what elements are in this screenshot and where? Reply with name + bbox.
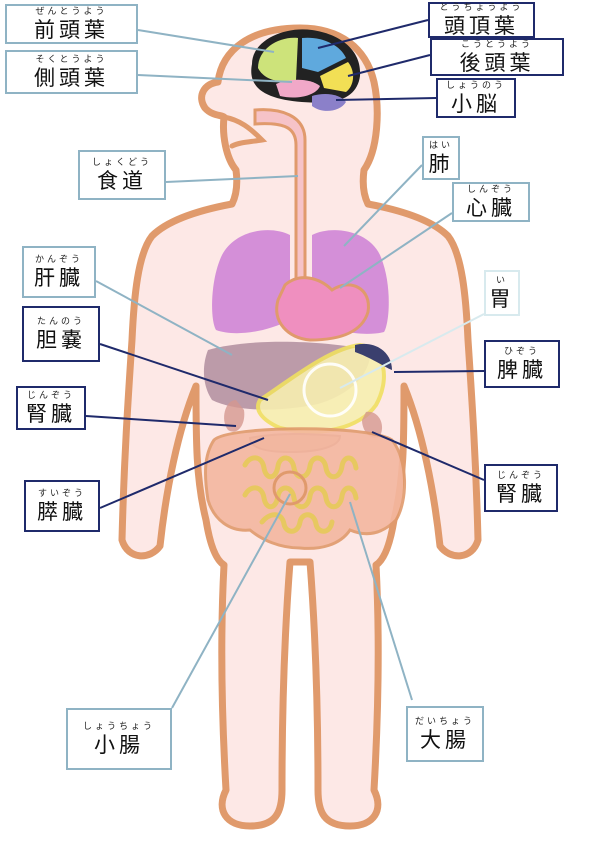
label-hizou: ひぞう 脾臓 bbox=[484, 340, 560, 388]
ruby-jinzou-left: じんぞう bbox=[26, 390, 75, 401]
label-sokutouyou: そくとうよう 側頭葉 bbox=[5, 50, 138, 94]
kanji-zentouyou: 前頭葉 bbox=[34, 17, 109, 42]
leader-kanzou bbox=[95, 280, 233, 356]
label-tannou: たんのう 胆嚢 bbox=[22, 306, 100, 362]
kanji-daichou: 大腸 bbox=[420, 727, 470, 752]
kanji-shouchou: 小腸 bbox=[94, 732, 144, 757]
leader-jinzou-left bbox=[85, 415, 237, 427]
label-hai: はい 肺 bbox=[422, 136, 460, 180]
kidney-right bbox=[362, 411, 383, 438]
leader-koutouyou bbox=[347, 54, 431, 77]
leader-shinzou bbox=[339, 212, 453, 289]
leader-hizou bbox=[393, 370, 485, 373]
label-jinzou-left: じんぞう 腎臓 bbox=[16, 386, 86, 430]
cerebellum bbox=[312, 94, 346, 111]
label-touchouyou: とうちょうよう 頭頂葉 bbox=[428, 2, 535, 38]
label-jinzou-right: じんぞう 腎臓 bbox=[484, 464, 558, 512]
kanji-i: 胃 bbox=[489, 286, 515, 311]
leader-daichou bbox=[349, 501, 413, 701]
small-intestine-highlight bbox=[272, 470, 308, 506]
ruby-touchouyou: とうちょうよう bbox=[439, 2, 524, 13]
temporal-lobe bbox=[276, 79, 320, 98]
label-shokudou: しょくどう 食道 bbox=[78, 150, 166, 200]
ruby-hizou: ひぞう bbox=[503, 346, 540, 357]
leader-hai bbox=[343, 164, 423, 247]
ruby-hai: はい bbox=[428, 140, 453, 151]
leader-tannou bbox=[99, 343, 269, 401]
heart bbox=[275, 276, 370, 342]
ruby-shouchou: しょうちょう bbox=[82, 721, 155, 732]
kanji-shounou: 小脳 bbox=[451, 91, 501, 116]
leader-jinzou-right bbox=[371, 431, 485, 481]
ruby-zentouyou: ぜんとうよう bbox=[35, 6, 108, 17]
leader-lines bbox=[85, 19, 485, 709]
label-shouchou: しょうちょう 小腸 bbox=[66, 708, 172, 770]
label-shounou: しょうのう 小脳 bbox=[436, 78, 516, 118]
label-suizou: すいぞう 膵臓 bbox=[24, 480, 100, 532]
leader-shokudou bbox=[165, 175, 299, 183]
kanji-koutouyou: 後頭葉 bbox=[459, 50, 535, 75]
stomach bbox=[256, 342, 386, 434]
label-i: い 胃 bbox=[484, 270, 520, 316]
ruby-koutouyou: こうとうよう bbox=[460, 39, 533, 50]
leader-suizou bbox=[99, 437, 265, 509]
kanji-shokudou: 食道 bbox=[97, 168, 147, 193]
kidney-left bbox=[224, 400, 245, 432]
brain bbox=[251, 29, 361, 111]
ruby-jinzou-right: じんぞう bbox=[496, 470, 545, 481]
label-shinzou: しんぞう 心臓 bbox=[452, 182, 530, 222]
ruby-shinzou: しんぞう bbox=[466, 184, 515, 195]
mouth-outline bbox=[221, 114, 268, 149]
kanji-kanzou: 肝臓 bbox=[34, 265, 84, 290]
label-kanzou: かんぞう 肝臓 bbox=[22, 246, 96, 298]
ruby-tannou: たんのう bbox=[36, 316, 85, 327]
leader-sokutouyou bbox=[137, 74, 293, 83]
kanji-jinzou-right: 腎臓 bbox=[496, 481, 546, 506]
spleen bbox=[355, 343, 392, 370]
kanji-hizou: 脾臓 bbox=[497, 357, 547, 382]
ruby-daichou: だいちょう bbox=[414, 716, 475, 727]
kanji-jinzou-left: 腎臓 bbox=[26, 401, 76, 426]
kanji-tannou: 胆嚢 bbox=[36, 327, 86, 352]
ruby-kanzou: かんぞう bbox=[34, 254, 83, 265]
leader-shouchou bbox=[171, 493, 291, 709]
leader-zentouyou bbox=[137, 29, 275, 53]
label-koutouyou: こうとうよう 後頭葉 bbox=[430, 38, 564, 76]
stomach-highlight bbox=[302, 362, 358, 418]
frontal-lobe bbox=[258, 37, 298, 82]
leader-shounou bbox=[335, 97, 437, 101]
occipital-lobe bbox=[320, 62, 354, 92]
ruby-i: い bbox=[495, 275, 508, 286]
ruby-sokutouyou: そくとうよう bbox=[35, 54, 108, 65]
kanji-shinzou: 心臓 bbox=[466, 195, 516, 220]
kanji-hai: 肺 bbox=[428, 151, 454, 176]
ruby-suizou: すいぞう bbox=[37, 488, 86, 499]
ruby-shokudou: しょくどう bbox=[91, 157, 152, 168]
label-daichou: だいちょう 大腸 bbox=[406, 706, 484, 762]
leader-touchouyou bbox=[317, 19, 429, 49]
kanji-suizou: 膵臓 bbox=[37, 499, 87, 524]
ruby-shounou: しょうのう bbox=[445, 80, 506, 91]
parietal-lobe bbox=[302, 37, 346, 72]
lung-left bbox=[212, 230, 290, 334]
kanji-sokutouyou: 側頭葉 bbox=[34, 65, 109, 90]
label-zentouyou: ぜんとうよう 前頭葉 bbox=[5, 4, 138, 44]
leader-i bbox=[339, 313, 485, 389]
kanji-touchouyou: 頭頂葉 bbox=[444, 13, 519, 38]
